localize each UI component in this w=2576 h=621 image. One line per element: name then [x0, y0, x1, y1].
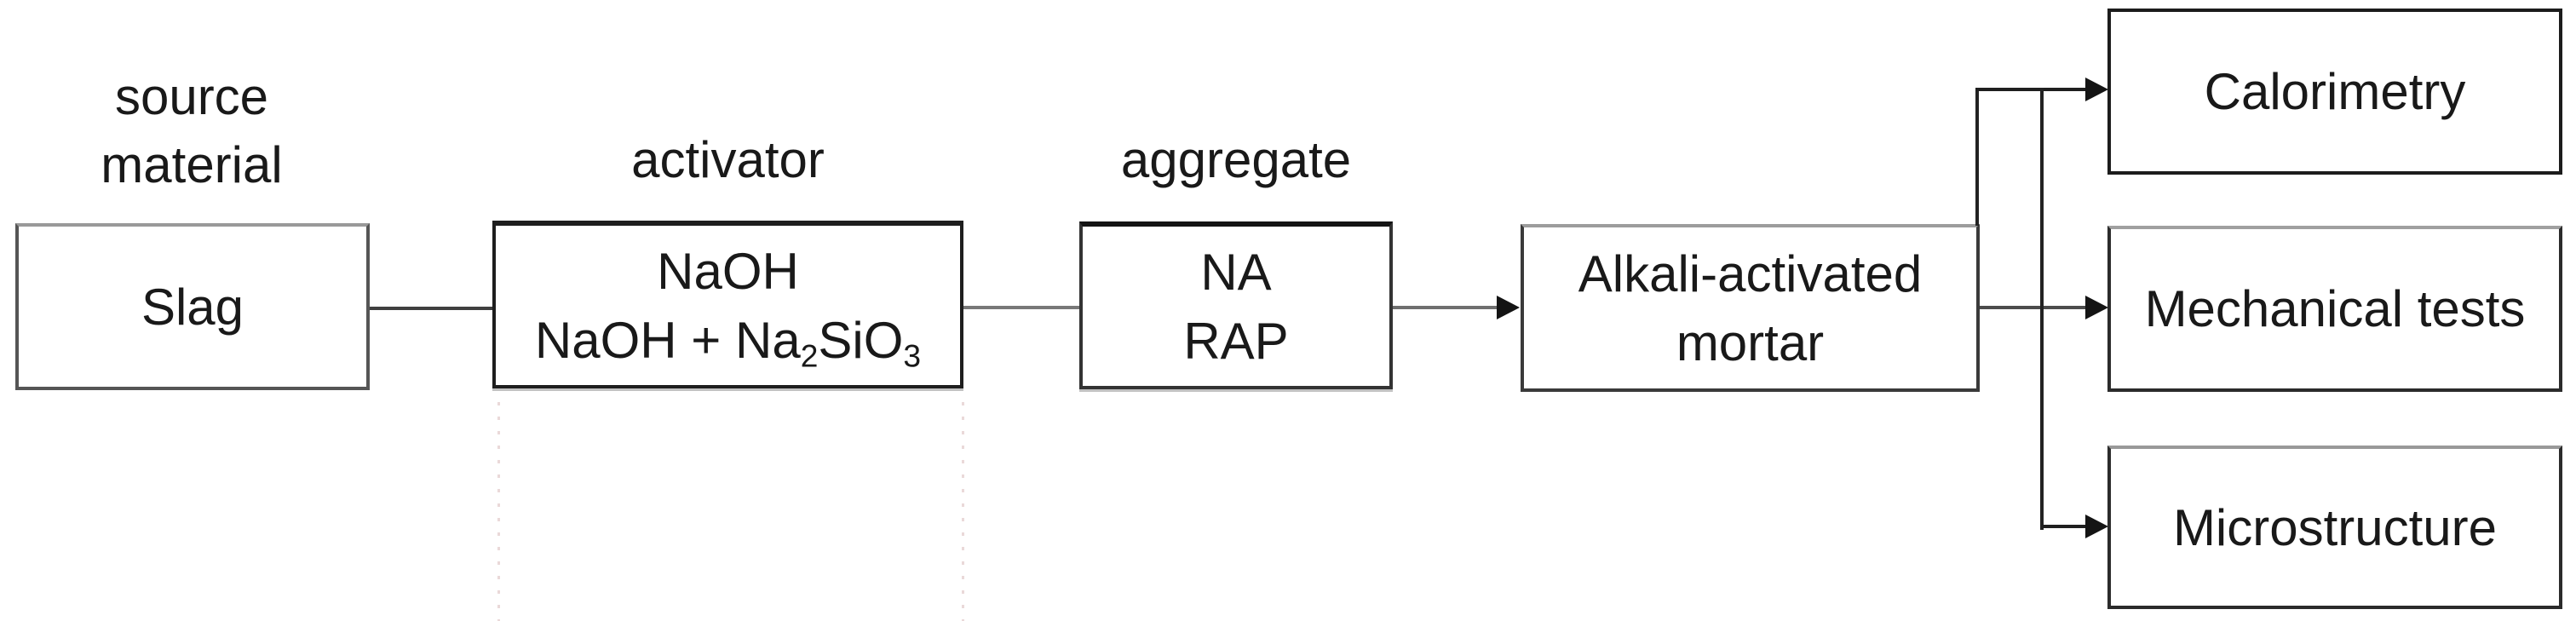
branch-line-to-microstructure: [2042, 525, 2089, 528]
activator-label: activator: [631, 131, 825, 188]
microstructure-box-text: Microstructure: [2172, 498, 2498, 556]
source-material-label: source material: [21, 63, 362, 199]
activator-box-line2: NaOH + Na2SiO3: [534, 311, 922, 373]
arrowhead-into-mortar-icon: [1497, 296, 1520, 319]
source-material-label-line2: material: [101, 136, 283, 193]
connector-mortar-to-mechanical: [1980, 306, 2089, 309]
activator-box-line1: NaOH: [657, 242, 799, 300]
connector-aggregate-to-mortar: [1393, 306, 1502, 309]
connector-activator-to-aggregate: [963, 306, 1079, 309]
slag-box: Slag: [15, 223, 370, 390]
aggregate-box-line2: RAP: [1183, 312, 1289, 370]
microstructure-box: Microstructure: [2107, 446, 2562, 609]
faint-dotted-guide-right: [962, 402, 964, 621]
mortar-box-line1: Alkali-activated: [1578, 244, 1923, 302]
activator-box: NaOH NaOH + Na2SiO3: [492, 221, 963, 388]
source-material-label-line1: source: [114, 68, 269, 125]
arrowhead-into-mechanical-icon: [2085, 296, 2108, 319]
branch-line-to-calorimetry: [1975, 88, 2089, 91]
slag-box-text: Slag: [141, 278, 244, 336]
calorimetry-box: Calorimetry: [2107, 9, 2562, 175]
arrowhead-into-calorimetry-icon: [2085, 78, 2108, 101]
aggregate-box: NA RAP: [1079, 221, 1393, 389]
mortar-box: Alkali-activated mortar: [1521, 224, 1980, 392]
mortar-box-line2: mortar: [1676, 313, 1825, 371]
mechanical-tests-box-text: Mechanical tests: [2144, 280, 2526, 337]
mechanical-tests-box: Mechanical tests: [2107, 226, 2562, 392]
faint-dotted-guide-left: [497, 402, 500, 621]
aggregate-box-line1: NA: [1200, 243, 1272, 301]
arrowhead-into-microstructure-icon: [2085, 515, 2108, 538]
branch-riser-line: [1975, 89, 1979, 226]
branch-vertical-line: [2040, 88, 2044, 530]
calorimetry-box-text: Calorimetry: [2204, 63, 2466, 120]
aggregate-label: aggregate: [1120, 131, 1352, 188]
connector-slag-to-activator: [370, 307, 492, 310]
